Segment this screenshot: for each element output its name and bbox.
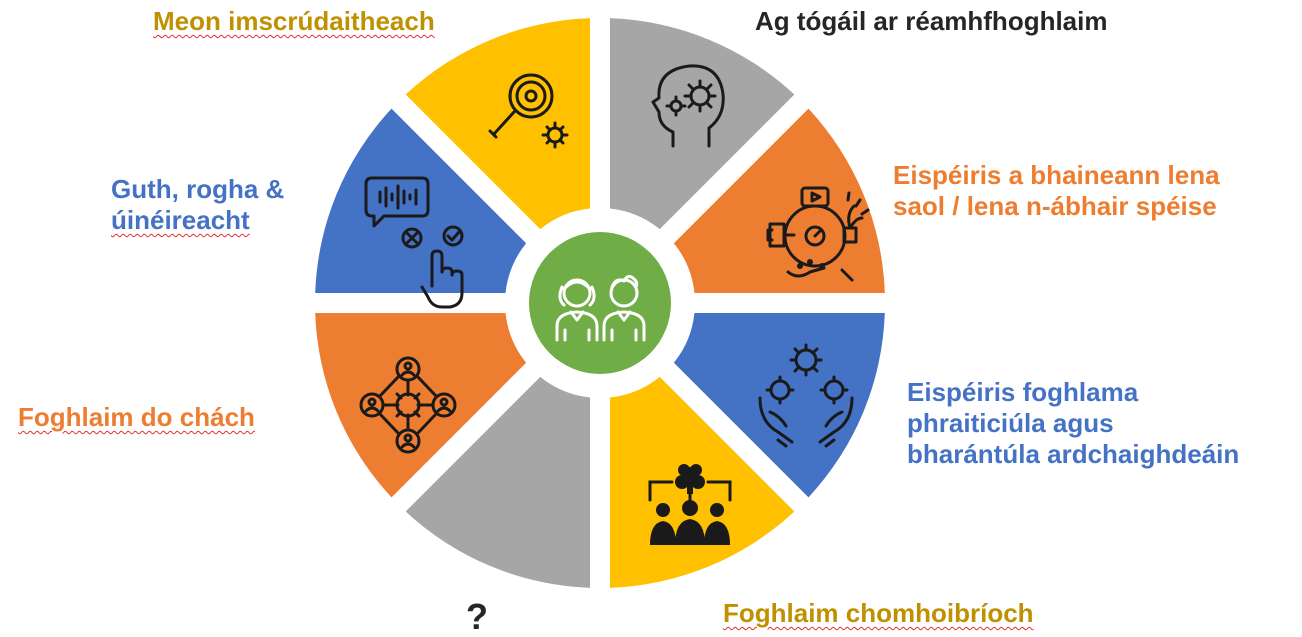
segment-curious-mindset	[405, 18, 591, 230]
label-voice-choice-ownership: Guth, rogha & úinéireacht	[111, 174, 284, 236]
magnifier-gear-icon	[488, 73, 569, 149]
label-collaborative-learning: Foghlaim chomhoibríoch	[723, 598, 1034, 629]
label-line: úinéireacht	[111, 205, 250, 235]
segment-life-interests	[673, 108, 885, 294]
segment-unknown	[405, 376, 591, 588]
label-line: Ag tógáil ar réamhfhoghlaim	[755, 6, 1108, 36]
voice-choice-icon	[364, 176, 464, 309]
label-line: Eispéiris a bhaineann lena	[893, 160, 1220, 190]
label-practical-experiences: Eispéiris foghlama phraiticiúla agus bha…	[907, 377, 1239, 470]
center-circle	[529, 232, 671, 374]
label-line: Meon imscrúdaitheach	[153, 6, 435, 36]
segment-practical-experiences	[673, 312, 885, 498]
team-collaboration-icon	[648, 464, 732, 545]
label-curious-mindset: Meon imscrúdaitheach	[153, 6, 435, 37]
hobbies-interests-icon	[766, 186, 870, 282]
head-gears-icon	[651, 64, 725, 148]
label-line: Guth, rogha &	[111, 174, 285, 204]
label-line: Foghlaim do chách	[18, 402, 255, 432]
people-network-icon	[359, 356, 457, 454]
segment-prior-learning	[609, 18, 795, 230]
label-learning-for-all: Foghlaim do chách	[18, 402, 255, 433]
two-students-icon	[555, 274, 646, 342]
label-prior-learning: Ag tógáil ar réamhfhoghlaim	[755, 6, 1108, 37]
hands-gears-icon	[758, 343, 854, 448]
label-line: saol / lena n-ábhair spéise	[893, 191, 1217, 221]
segment-voice-choice-ownership	[315, 108, 527, 294]
label-question-mark: ?	[466, 597, 488, 637]
label-line: phraiticiúla agus	[907, 408, 1114, 438]
label-line: Foghlaim chomhoibríoch	[723, 598, 1034, 628]
label-line: Eispéiris foghlama	[907, 377, 1139, 407]
label-life-interests: Eispéiris a bhaineann lena saol / lena n…	[893, 160, 1220, 222]
label-line: bharántúla ardchaighdeáin	[907, 439, 1240, 469]
label-line: ?	[466, 596, 488, 637]
